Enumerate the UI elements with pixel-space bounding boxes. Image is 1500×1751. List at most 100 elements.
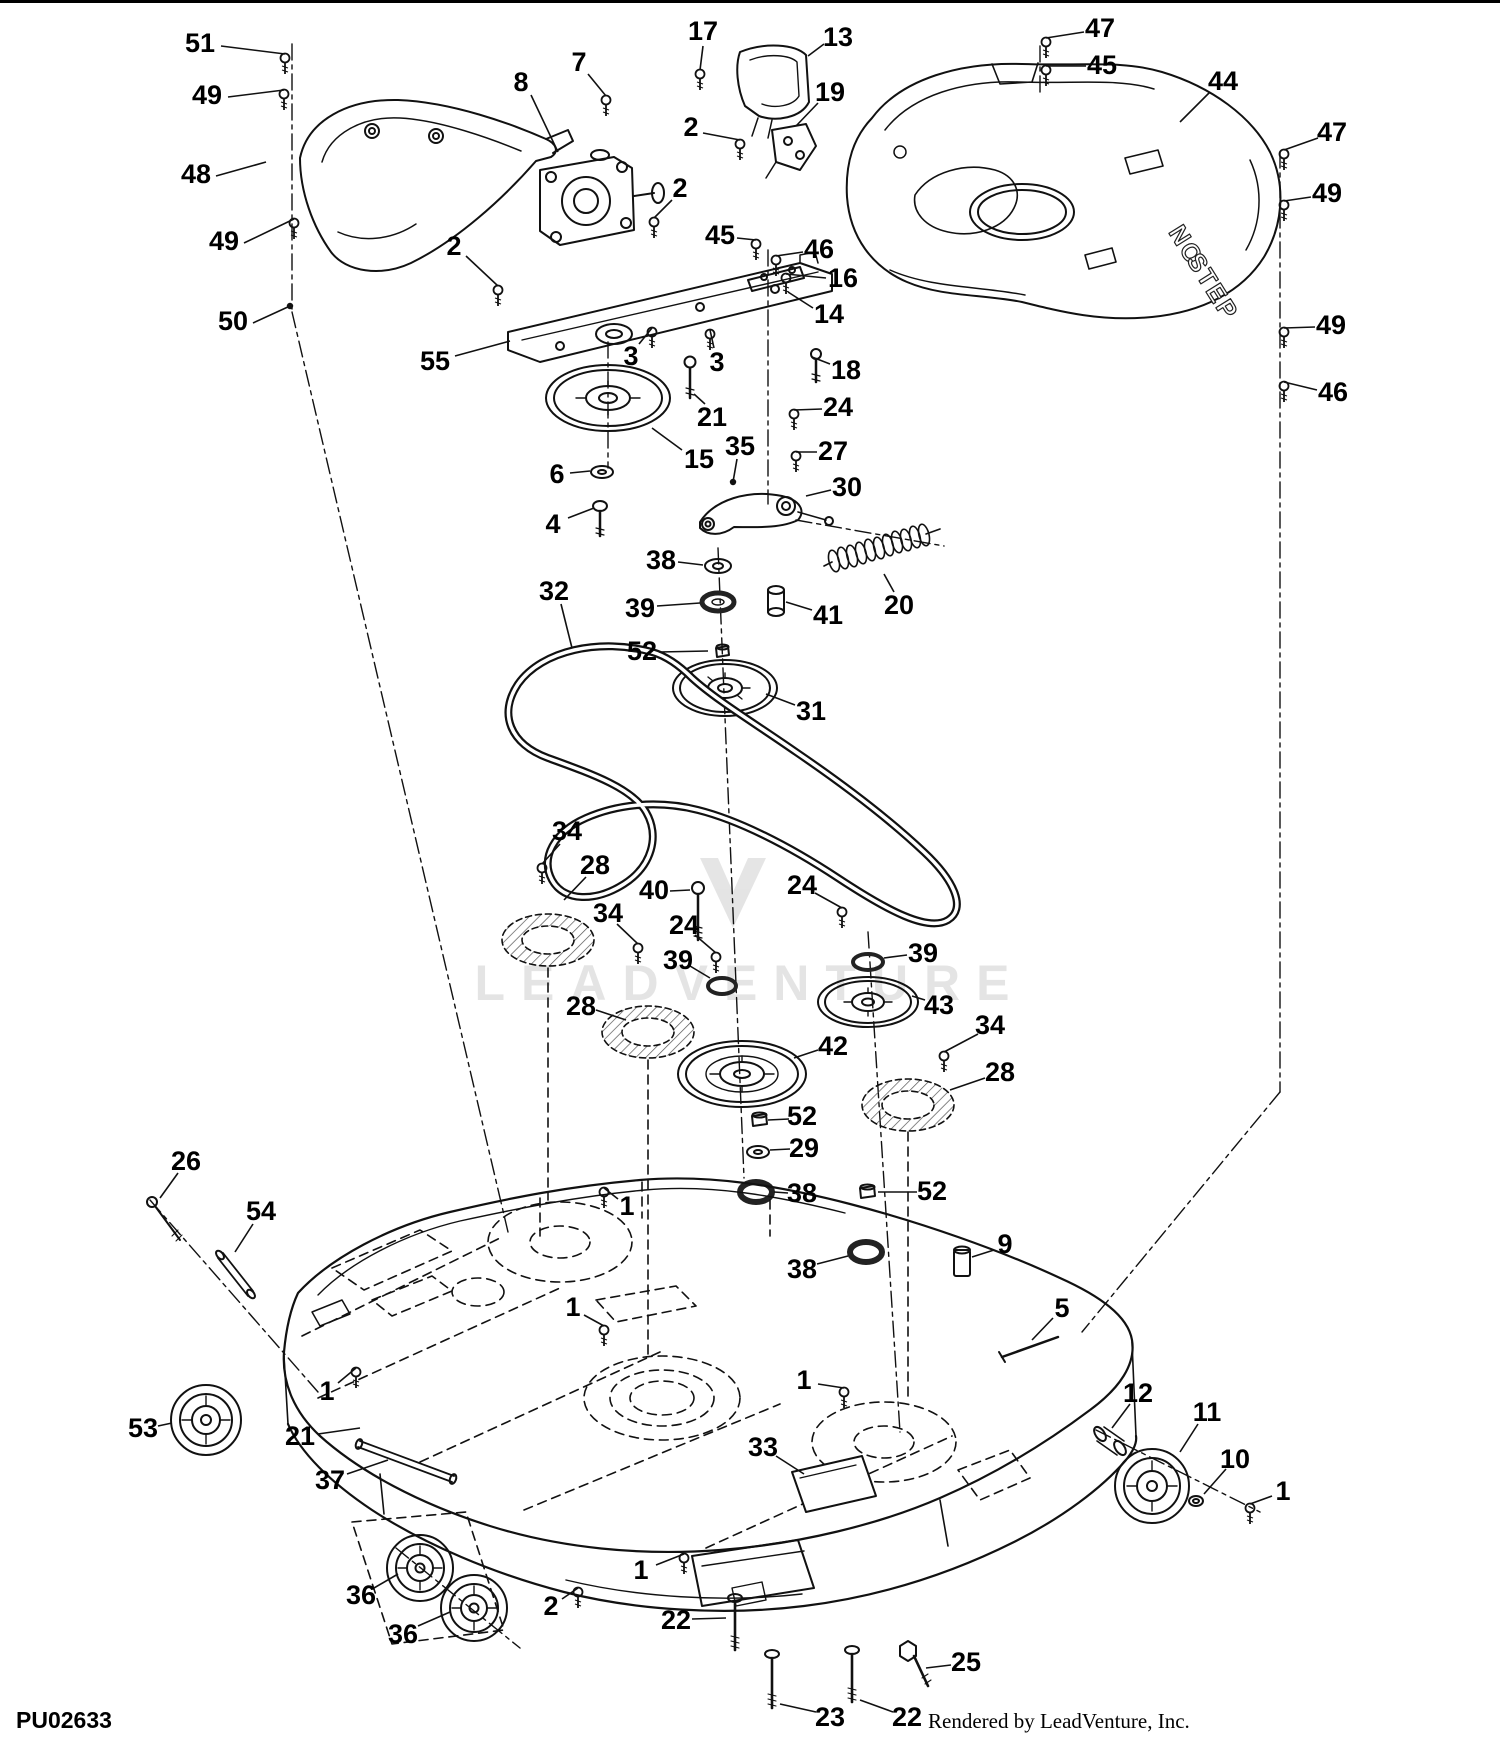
callout-1[interactable]: 1 <box>319 1366 362 1407</box>
callout-label-47: 47 <box>1085 13 1115 43</box>
callout-33[interactable]: 33 <box>748 1432 805 1475</box>
callout-34[interactable]: 34 <box>938 1010 1006 1072</box>
callout-3[interactable]: 3 <box>623 326 658 372</box>
callout-10[interactable]: 10 <box>1203 1444 1250 1495</box>
callout-54[interactable]: 54 <box>234 1196 276 1253</box>
callout-43[interactable]: 43 <box>911 990 954 1020</box>
callout-4[interactable]: 4 <box>545 507 595 539</box>
callout-23[interactable]: 23 <box>779 1702 845 1732</box>
callout-3[interactable]: 3 <box>704 328 725 378</box>
callout-label-21: 21 <box>285 1421 315 1451</box>
callout-40[interactable]: 40 <box>639 875 691 905</box>
callout-44[interactable]: 44 <box>1179 66 1238 123</box>
callout-5[interactable]: 5 <box>1031 1293 1070 1341</box>
callout-53[interactable]: 53 <box>128 1413 173 1443</box>
callout-24[interactable]: 24 <box>669 910 722 973</box>
callout-49[interactable]: 49 <box>1278 178 1343 221</box>
callout-12[interactable]: 12 <box>1111 1378 1153 1429</box>
callout-27[interactable]: 27 <box>790 436 849 472</box>
callout-55[interactable]: 55 <box>420 340 511 376</box>
callout-25[interactable]: 25 <box>925 1647 981 1677</box>
callout-52[interactable]: 52 <box>878 1176 947 1206</box>
callout-47[interactable]: 47 <box>1040 13 1116 58</box>
spacer-41 <box>767 585 785 617</box>
callout-49[interactable]: 49 <box>192 80 290 110</box>
callout-18[interactable]: 18 <box>811 355 861 385</box>
callout-29[interactable]: 29 <box>769 1133 819 1163</box>
callout-11[interactable]: 11 <box>1179 1397 1221 1453</box>
callout-41[interactable]: 41 <box>785 600 843 630</box>
callout-47[interactable]: 47 <box>1278 117 1348 170</box>
washer-38 <box>704 558 732 574</box>
callout-32[interactable]: 32 <box>539 576 573 649</box>
callout-22[interactable]: 22 <box>661 1605 727 1635</box>
callout-38[interactable]: 38 <box>787 1254 849 1284</box>
screw-icon <box>598 1324 610 1336</box>
callout-52[interactable]: 52 <box>627 636 709 666</box>
callout-2[interactable]: 2 <box>648 173 688 238</box>
callout-1[interactable]: 1 <box>633 1552 690 1586</box>
callout-28[interactable]: 28 <box>949 1057 1015 1091</box>
bolt-23 <box>764 1649 780 1710</box>
callout-8[interactable]: 8 <box>513 67 559 153</box>
callout-9[interactable]: 9 <box>971 1229 1013 1259</box>
callout-17[interactable]: 17 <box>688 16 718 90</box>
callout-label-34: 34 <box>975 1010 1005 1040</box>
callout-1[interactable]: 1 <box>565 1292 610 1346</box>
callout-28[interactable]: 28 <box>563 850 610 901</box>
callout-36[interactable]: 36 <box>346 1573 399 1610</box>
callout-37[interactable]: 37 <box>315 1459 389 1495</box>
callout-label-52: 52 <box>627 636 657 666</box>
callout-49[interactable]: 49 <box>209 217 300 257</box>
callout-35[interactable]: 35 <box>725 431 755 486</box>
callout-48[interactable]: 48 <box>181 159 267 189</box>
callout-46[interactable]: 46 <box>770 234 835 276</box>
callout-46[interactable]: 46 <box>1278 377 1349 407</box>
callout-15[interactable]: 15 <box>651 427 714 474</box>
callout-13[interactable]: 13 <box>807 22 853 57</box>
callout-19[interactable]: 19 <box>795 77 845 127</box>
callout-label-2: 2 <box>672 173 687 203</box>
callout-22[interactable]: 22 <box>859 1699 922 1732</box>
callout-1[interactable]: 1 <box>1244 1476 1291 1524</box>
belt-shield-48 <box>299 98 574 272</box>
callout-1[interactable]: 1 <box>598 1186 635 1222</box>
callout-7[interactable]: 7 <box>571 47 612 116</box>
callout-31[interactable]: 31 <box>765 693 826 726</box>
callout-52[interactable]: 52 <box>767 1101 817 1131</box>
callout-2[interactable]: 2 <box>543 1586 584 1622</box>
screw-icon <box>770 254 782 266</box>
callout-34[interactable]: 34 <box>536 816 583 884</box>
callout-label-30: 30 <box>832 472 862 502</box>
callout-51[interactable]: 51 <box>185 28 291 74</box>
callout-36[interactable]: 36 <box>388 1611 451 1649</box>
callout-21[interactable]: 21 <box>285 1421 361 1451</box>
callout-45[interactable]: 45 <box>1040 50 1118 86</box>
callout-14[interactable]: 14 <box>787 291 844 329</box>
callout-2[interactable]: 2 <box>446 231 504 306</box>
callout-24[interactable]: 24 <box>787 870 848 928</box>
callout-39[interactable]: 39 <box>625 593 701 623</box>
callout-39[interactable]: 39 <box>663 945 711 979</box>
callout-38[interactable]: 38 <box>773 1178 817 1208</box>
callout-30[interactable]: 30 <box>805 472 862 502</box>
callout-24[interactable]: 24 <box>788 392 854 430</box>
callout-21[interactable]: 21 <box>693 393 727 432</box>
callout-16[interactable]: 16 <box>780 263 859 294</box>
callout-label-28: 28 <box>566 991 596 1021</box>
callout-28[interactable]: 28 <box>566 991 627 1021</box>
callout-20[interactable]: 20 <box>883 573 914 620</box>
callout-42[interactable]: 42 <box>793 1031 848 1061</box>
callout-6[interactable]: 6 <box>549 459 591 489</box>
callout-38[interactable]: 38 <box>646 545 704 575</box>
callout-26[interactable]: 26 <box>159 1146 201 1199</box>
callout-2[interactable]: 2 <box>683 112 746 160</box>
callout-39[interactable]: 39 <box>883 938 938 968</box>
callout-1[interactable]: 1 <box>796 1365 850 1408</box>
callout-34[interactable]: 34 <box>593 898 644 964</box>
callout-45[interactable]: 45 <box>705 220 762 260</box>
callout-49[interactable]: 49 <box>1278 310 1347 348</box>
callout-label-49: 49 <box>1316 310 1346 340</box>
callout-50[interactable]: 50 <box>218 302 294 336</box>
